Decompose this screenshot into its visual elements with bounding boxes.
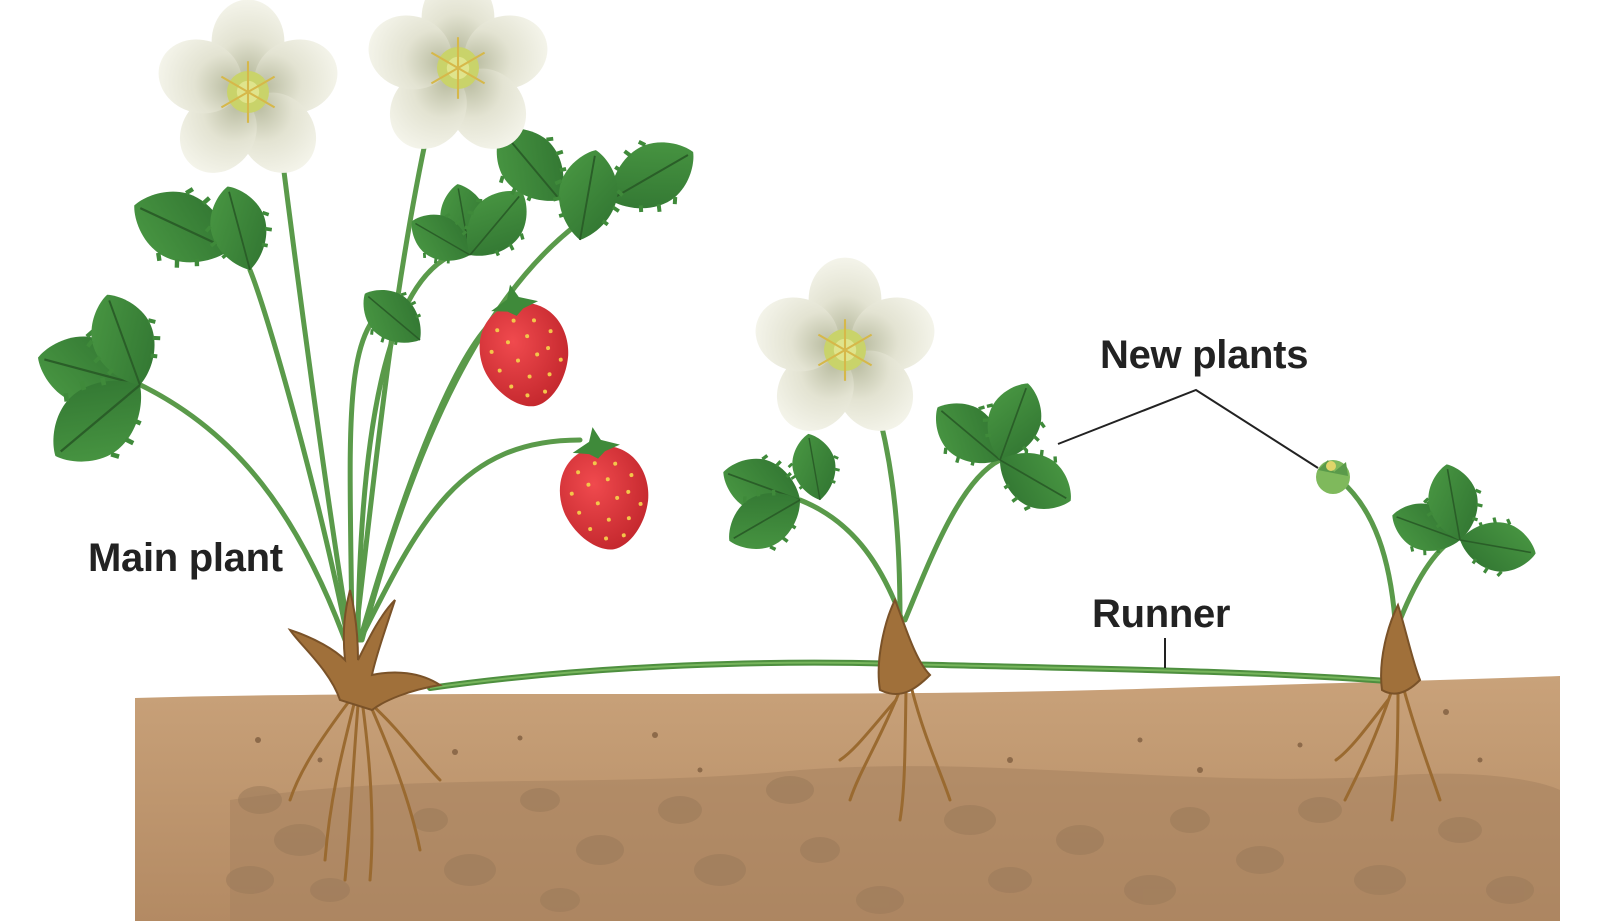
main-plant	[28, 0, 714, 712]
new-plant-2-roots	[1334, 688, 1442, 822]
leader-lines	[1057, 388, 1319, 668]
soil	[135, 676, 1560, 921]
new-plant-2	[1316, 457, 1543, 695]
runner-label: Runner	[1092, 592, 1231, 636]
new-plant-1-roots	[838, 688, 952, 822]
main-plant-label: Main plant	[88, 536, 283, 580]
new-plant-1	[711, 256, 1088, 695]
main-plant-roots	[288, 698, 442, 882]
new-plants-label: New plants	[1100, 333, 1309, 377]
flower-bud	[1316, 460, 1350, 494]
